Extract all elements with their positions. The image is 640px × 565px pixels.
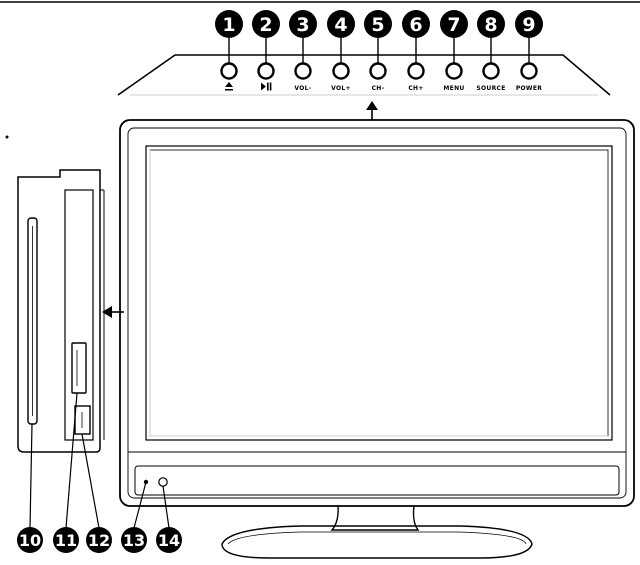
button-label-7: MENU	[443, 85, 464, 92]
callout-badge-3	[289, 10, 317, 38]
top-button-6: 6CH+	[402, 10, 430, 92]
eject-icon	[225, 82, 233, 91]
callout-number-7: 7	[447, 14, 460, 36]
button-label-6: CH+	[408, 85, 423, 92]
tv-stand	[221, 505, 533, 559]
callout-badge-5	[364, 10, 392, 38]
stand-neck	[330, 505, 420, 531]
button-knob-1	[220, 62, 238, 80]
callout-13-number: 13	[123, 531, 145, 550]
callout-number-4: 4	[334, 14, 347, 36]
top-button-1: 1	[215, 10, 243, 91]
top-panel-outline	[117, 54, 611, 96]
play-pause-icon	[261, 82, 272, 91]
button-label-9: POWER	[516, 85, 542, 92]
card-slot	[71, 342, 87, 394]
side-view-arrow	[102, 306, 124, 318]
callout-badge-7	[440, 10, 468, 38]
callout-11-number: 11	[55, 531, 77, 550]
button-label-5: CH-	[372, 85, 385, 92]
top-panel-arrow	[366, 101, 378, 120]
usb-port	[74, 405, 91, 435]
disc-slot	[27, 217, 38, 425]
callout-11: 11	[53, 527, 79, 553]
callout-14: 14	[156, 527, 182, 553]
top-button-2: 2	[252, 10, 280, 91]
power-indicator	[158, 477, 168, 487]
callout-number-6: 6	[409, 14, 422, 36]
button-label-4: VOL+	[331, 85, 351, 92]
leader-lines	[29, 392, 170, 529]
callout-badge-1	[215, 10, 243, 38]
callout-12: 12	[86, 527, 112, 553]
callout-14-number: 14	[158, 531, 180, 550]
button-knob-7	[445, 62, 463, 80]
top-control-panel	[117, 54, 611, 96]
callout-badge-2	[252, 10, 280, 38]
callout-number-8: 8	[484, 14, 497, 36]
side-view	[17, 169, 105, 453]
button-label-3: VOL-	[294, 85, 311, 92]
side-body-outline	[17, 169, 101, 453]
callout-number-9: 9	[522, 14, 535, 36]
callout-number-5: 5	[371, 14, 384, 36]
marker-dot	[5, 135, 9, 139]
callout-badge-9	[515, 10, 543, 38]
callout-badge-8	[477, 10, 505, 38]
callout-10: 10	[17, 527, 43, 553]
button-knob-8	[482, 62, 500, 80]
button-knob-5	[369, 62, 387, 80]
callout-number-2: 2	[259, 14, 272, 36]
stand-base	[221, 525, 533, 559]
callout-12-number: 12	[88, 531, 110, 550]
button-label-8: SOURCE	[476, 85, 505, 92]
button-knob-6	[407, 62, 425, 80]
callout-13: 13	[121, 527, 147, 553]
callout-10-number: 10	[19, 531, 41, 550]
button-knob-4	[332, 62, 350, 80]
callout-number-3: 3	[296, 14, 309, 36]
side-inner-panel	[64, 189, 94, 441]
callout-badge-4	[327, 10, 355, 38]
callout-number-1: 1	[222, 14, 235, 36]
tv-bezel-outer	[119, 119, 635, 507]
tv-front	[119, 119, 635, 507]
button-knob-3	[294, 62, 312, 80]
tv-bottom-strip	[134, 465, 620, 496]
button-knob-2	[257, 62, 275, 80]
button-knob-9	[520, 62, 538, 80]
tv-screen	[149, 149, 609, 437]
tv-bezel-inner	[127, 127, 627, 499]
top-button-5: 5CH-	[364, 10, 392, 92]
tv-screen-frame	[145, 145, 613, 441]
callout-badge-6	[402, 10, 430, 38]
